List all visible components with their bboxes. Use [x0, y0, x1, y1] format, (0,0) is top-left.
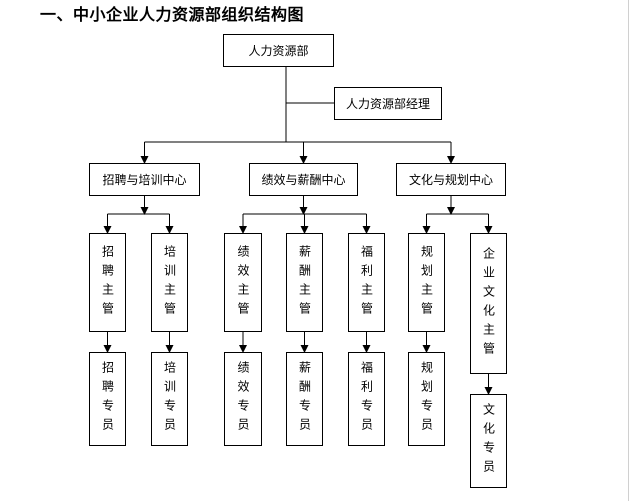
page-title: 一、中小企业人力资源部组织结构图: [40, 5, 305, 24]
staff-node-2-1-0: 文化专员: [470, 394, 507, 488]
center-node-label: 绩效与薪酬中心: [261, 173, 346, 187]
hr-manager-label: 人力资源部经理: [345, 97, 430, 111]
supervisor-node-1-2-label: 福利主管: [359, 244, 374, 321]
supervisor-node-0-0-label: 招聘主管: [100, 244, 115, 321]
staff-node-2-1-0-label: 文化专员: [481, 403, 496, 479]
staff-node-0-0-0-label: 招聘专员: [100, 361, 115, 437]
staff-node-1-2-0: 福利专员: [348, 352, 385, 446]
supervisor-node-2-1-label: 企业文化主管: [481, 246, 496, 361]
supervisor-node-0-1-label: 培训主管: [162, 244, 177, 321]
center-node-label: 文化与规划中心: [408, 173, 493, 187]
supervisor-node-1-2: 福利主管: [348, 233, 385, 332]
supervisor-node-2-0: 规划主管: [408, 233, 445, 332]
center-node-0: 招聘与培训中心: [89, 163, 200, 196]
page-edge-rule: [628, 0, 629, 501]
supervisor-node-1-0-label: 绩效主管: [236, 244, 250, 321]
supervisor-node-1-0: 绩效主管: [224, 233, 262, 332]
center-node-2: 文化与规划中心: [396, 163, 506, 196]
root-node-hr-department: 人力资源部: [223, 34, 334, 67]
supervisor-node-2-0-label: 规划主管: [419, 244, 434, 321]
staff-node-2-0-0: 规划专员: [408, 352, 445, 446]
staff-node-1-0-0-label: 绩效专员: [236, 361, 250, 437]
root-node-label: 人力资源部: [248, 44, 309, 58]
staff-node-1-0-0: 绩效专员: [224, 352, 262, 446]
supervisor-node-0-0: 招聘主管: [89, 233, 126, 332]
supervisor-node-0-1: 培训主管: [151, 233, 188, 332]
staff-node-2-0-0-label: 规划专员: [419, 361, 434, 437]
supervisor-node-1-1: 薪酬主管: [286, 233, 323, 332]
center-node-1: 绩效与薪酬中心: [249, 163, 358, 196]
staff-node-1-1-0: 薪酬专员: [286, 352, 323, 446]
supervisor-node-2-1: 企业文化主管: [470, 233, 507, 374]
staff-node-0-1-0: 培训专员: [151, 352, 188, 446]
center-node-label: 招聘与培训中心: [102, 173, 187, 187]
staff-node-1-2-0-label: 福利专员: [359, 361, 374, 437]
hr-manager-node: 人力资源部经理: [334, 87, 442, 120]
staff-node-0-1-0-label: 培训专员: [162, 361, 177, 437]
staff-node-0-0-0: 招聘专员: [89, 352, 126, 446]
staff-node-1-1-0-label: 薪酬专员: [297, 361, 312, 437]
supervisor-node-1-1-label: 薪酬主管: [297, 244, 312, 321]
